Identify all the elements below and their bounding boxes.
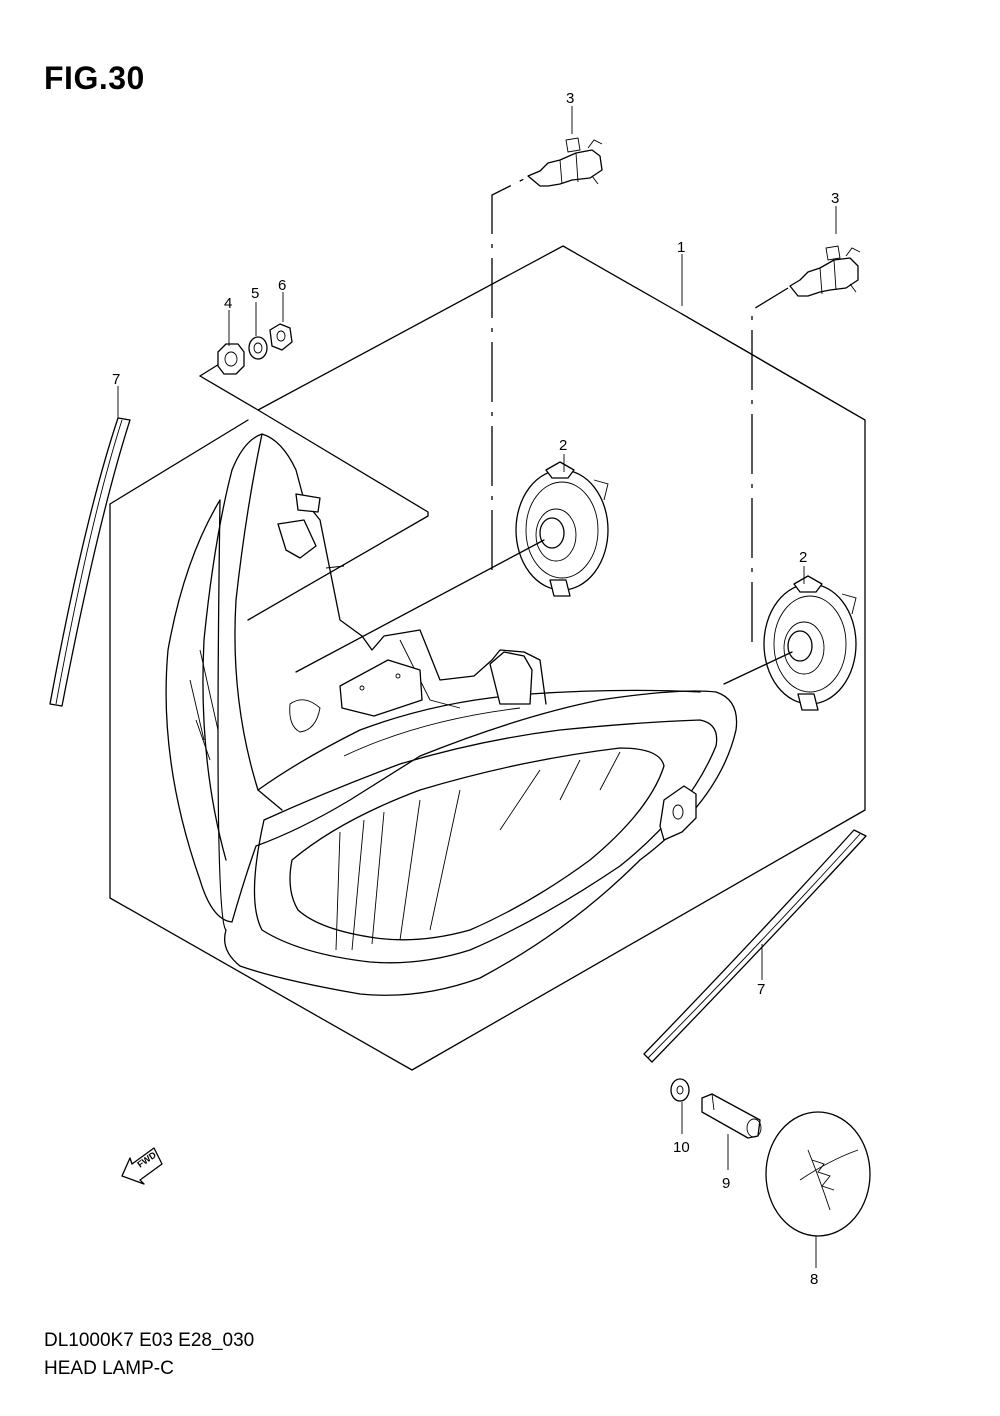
callout-10: 10 (673, 1139, 690, 1156)
callout-9: 9 (722, 1175, 730, 1192)
callout-2-lower: 2 (799, 549, 807, 566)
fwd-arrow-icon: FWD (121, 1147, 163, 1185)
callout-7-left: 7 (112, 371, 120, 388)
callout-4: 4 (224, 295, 232, 312)
callout-7-right: 7 (757, 981, 765, 998)
socket-cover-lower (723, 575, 857, 711)
rubber-strip-right (643, 829, 867, 1063)
socket-cover-upper (295, 461, 609, 673)
callout-3-left: 3 (566, 90, 574, 107)
bulb-right (751, 245, 861, 642)
callout-5: 5 (251, 285, 259, 302)
callout-3-right: 3 (831, 190, 839, 207)
nut-washer-set (217, 323, 293, 375)
callout-6: 6 (278, 277, 286, 294)
callout-1: 1 (677, 239, 685, 256)
diagram-name: HEAD LAMP-C (44, 1358, 174, 1379)
rubber-strip-left (49, 417, 131, 707)
screw-and-washer (670, 1078, 762, 1139)
diagram-code: DL1000K7 E03 E28_030 (44, 1330, 255, 1351)
bulb-left (491, 137, 603, 570)
callout-2-upper: 2 (559, 437, 567, 454)
cap (765, 1111, 871, 1237)
head-lamp-housing (165, 433, 738, 996)
leader-lines (117, 106, 837, 1268)
assembly-boundary (109, 245, 866, 1071)
figure-title: FIG.30 (44, 60, 145, 96)
callout-8: 8 (810, 1271, 818, 1288)
